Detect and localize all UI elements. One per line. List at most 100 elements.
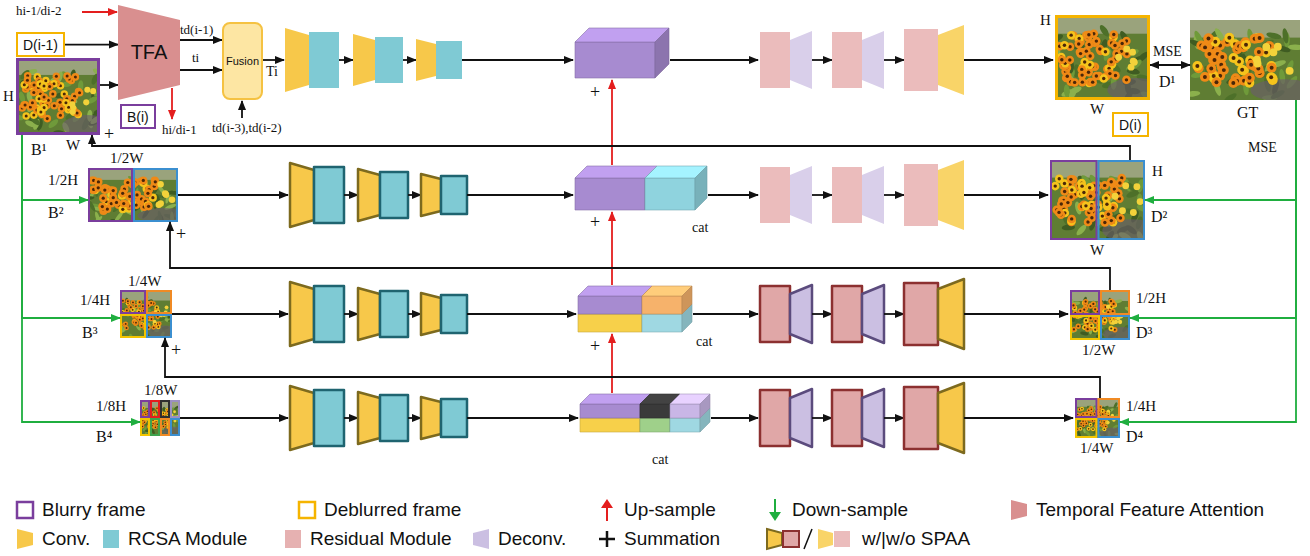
photo-flower-center — [1060, 58, 1063, 61]
photo-flower-center — [1099, 406, 1101, 408]
deblurred-frame: D⁴ — [1075, 398, 1120, 438]
photo-flower-center — [32, 91, 35, 94]
residual-plain-sample — [834, 531, 850, 547]
deblurred-frame-box: D(i-1) — [16, 32, 65, 57]
photo-flower-center — [145, 414, 146, 415]
upsample-sample — [606, 507, 608, 521]
photo-flower — [137, 300, 142, 305]
photo-flower-center — [1195, 64, 1199, 68]
photo-flower — [1083, 299, 1088, 304]
photo-flower — [153, 320, 157, 324]
residual-block — [904, 387, 938, 449]
photo-flower — [1200, 42, 1210, 52]
photo-flower-center — [1113, 303, 1115, 305]
tile-outline — [151, 419, 159, 435]
photo-flower — [165, 305, 169, 309]
photo-flower-center — [1080, 423, 1082, 425]
conv-block — [353, 34, 375, 86]
feature-cube — [670, 394, 710, 418]
connector — [180, 69, 222, 71]
photo-flower-center — [1101, 214, 1104, 217]
photo-flower — [1204, 34, 1214, 44]
conv-block — [421, 293, 441, 335]
photo-leaf — [1282, 28, 1290, 44]
summation-mark: + — [590, 214, 600, 230]
photo-flower-center — [1094, 308, 1096, 310]
photo-flower — [1286, 67, 1294, 75]
photo-flower-center — [1066, 75, 1069, 78]
photo-flower-center — [1084, 204, 1087, 207]
flower-photo — [1055, 15, 1150, 100]
dimension-label: 1/2H — [1136, 290, 1166, 306]
photo-flower-center — [1079, 310, 1081, 312]
dimension-label: 1/2W — [1082, 342, 1115, 358]
rcsa-block — [441, 295, 467, 333]
photo-flower — [131, 300, 136, 305]
photo-flower-center — [43, 95, 46, 98]
photo-flower-center — [1264, 51, 1268, 55]
photo-flower-center — [1094, 329, 1096, 331]
photo-flower-center — [1105, 426, 1107, 428]
photo-flower — [62, 99, 70, 107]
rcsa-block — [314, 167, 344, 223]
tile-outline — [121, 315, 145, 337]
arrow — [344, 194, 358, 196]
dimension-label: cat — [692, 220, 708, 236]
photo-flower-center — [46, 117, 49, 120]
photo-flower — [1101, 409, 1105, 413]
legend-swatch — [470, 527, 492, 551]
photo-flower — [1091, 301, 1096, 306]
cube-front — [642, 314, 682, 332]
tile-outline — [1101, 291, 1129, 314]
photo-flower-center — [135, 203, 138, 206]
photo-flower-center — [125, 323, 127, 325]
arrow — [812, 313, 832, 315]
photo-flower — [137, 300, 142, 305]
connector — [22, 135, 88, 200]
photo-flower — [1107, 410, 1110, 413]
photo-flower-center — [151, 318, 153, 320]
legend-text: Down-sample — [792, 499, 908, 521]
arrow — [467, 194, 573, 196]
dimension-label: 1/4H — [1126, 398, 1156, 414]
photo-flower-center — [1077, 414, 1079, 416]
cube-front — [578, 314, 642, 332]
node-text: D(i) — [1119, 117, 1142, 133]
photo-flower-center — [126, 181, 129, 184]
photo-flower-center — [1257, 50, 1261, 54]
cube-side — [700, 394, 710, 418]
conv-block — [938, 160, 964, 230]
photo-flower — [1109, 30, 1118, 39]
feature-cube — [575, 28, 669, 78]
flower-photo — [140, 400, 180, 436]
hidden-state-in-arrow — [82, 11, 117, 13]
photo-flower-center — [151, 196, 154, 199]
photo-flower — [1085, 412, 1089, 416]
photo-flower — [1085, 412, 1089, 416]
photo-flower-center — [1081, 80, 1084, 83]
photo-flower — [109, 187, 117, 195]
feature-cube — [580, 394, 650, 418]
connector — [170, 222, 1110, 290]
photo-flower-center — [1085, 49, 1088, 52]
deconv-block — [862, 166, 884, 224]
conv-plain-sample — [818, 529, 833, 549]
photo-flower — [70, 109, 76, 115]
arrow — [467, 313, 576, 315]
photo-flower — [120, 199, 128, 207]
arrow — [178, 194, 288, 196]
photo-flower-center — [139, 301, 141, 303]
photo-flower — [1082, 202, 1091, 211]
photo-flower — [1074, 40, 1083, 49]
photo-flower — [20, 101, 28, 109]
legend-item: Temporal Feature Attention — [1008, 498, 1264, 522]
summation-symbol — [599, 531, 615, 547]
photo-flower — [1212, 77, 1222, 87]
photo-flower — [40, 82, 48, 90]
dimension-label: W — [1090, 242, 1104, 258]
cube-front — [670, 404, 700, 418]
photo-flower — [1112, 193, 1119, 200]
photo-flower-center — [1090, 424, 1092, 426]
photo-flower — [1066, 56, 1075, 65]
